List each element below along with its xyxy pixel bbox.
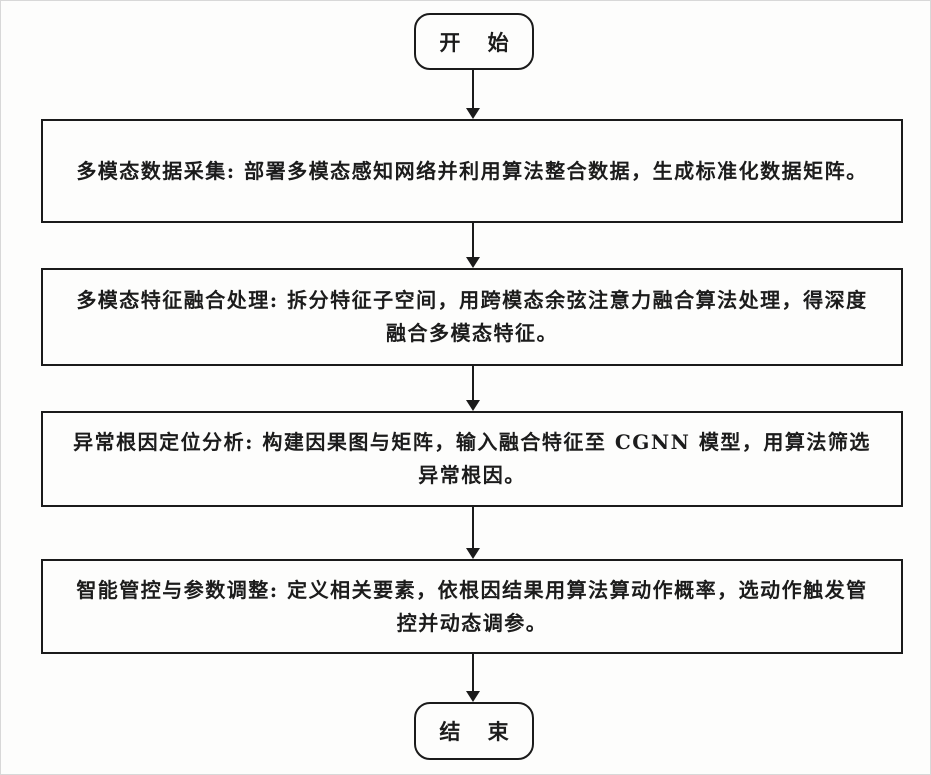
arrow-down-icon — [466, 108, 480, 119]
arrow-shaft — [472, 654, 474, 691]
end-node: 结 束 — [414, 702, 534, 760]
process-step-root-cause-analysis: 异常根因定位分析: 构建因果图与矩阵，输入融合特征至 CGNN 模型，用算法筛选… — [41, 411, 903, 507]
arrow-shaft — [472, 70, 474, 108]
process-step-feature-fusion: 多模态特征融合处理: 拆分特征子空间，用跨模态余弦注意力融合算法处理，得深度融合… — [41, 268, 903, 366]
process-step-control-tuning: 智能管控与参数调整: 定义相关要素，依根因结果用算法算动作概率，选动作触发管控并… — [41, 559, 903, 654]
arrow-down-icon — [466, 257, 480, 268]
arrow-shaft — [472, 223, 474, 257]
arrow-down-icon — [466, 691, 480, 702]
arrow-down-icon — [466, 400, 480, 411]
connector-arrow-2 — [465, 223, 481, 268]
start-node: 开 始 — [414, 13, 534, 70]
connector-arrow-5 — [465, 654, 481, 702]
arrow-down-icon — [466, 548, 480, 559]
arrow-shaft — [472, 366, 474, 400]
connector-arrow-3 — [465, 366, 481, 411]
connector-arrow-4 — [465, 507, 481, 559]
process-step-data-collection: 多模态数据采集: 部署多模态感知网络并利用算法整合数据，生成标准化数据矩阵。 — [41, 119, 903, 223]
connector-arrow-1 — [465, 70, 481, 119]
arrow-shaft — [472, 507, 474, 548]
